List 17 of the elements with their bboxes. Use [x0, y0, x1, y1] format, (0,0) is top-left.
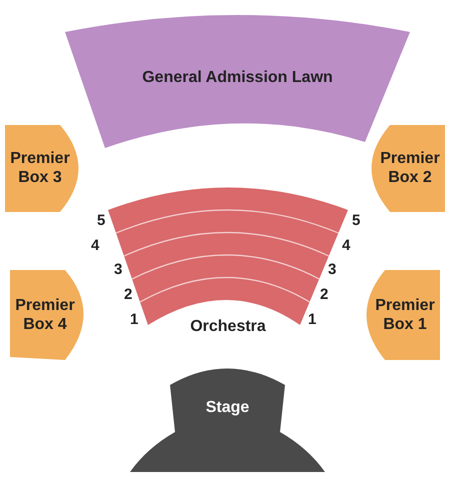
row-number: 1 — [130, 311, 138, 328]
row-number: 4 — [342, 237, 350, 254]
section-name: Premier Box 3 — [9, 149, 71, 187]
row-number: 1 — [308, 311, 316, 328]
section-name: Premier Box 4 — [14, 296, 76, 334]
row-number: 2 — [320, 286, 328, 303]
row-number: 3 — [114, 261, 122, 278]
row-number: 2 — [124, 286, 132, 303]
section-name: General Admission Lawn — [141, 68, 334, 87]
row-number: 3 — [328, 261, 336, 278]
section-name: Stage — [204, 398, 250, 417]
section-name: Premier Box 2 — [379, 149, 441, 187]
row-number: 4 — [91, 237, 100, 254]
row-number: 5 — [97, 212, 106, 229]
row-number: 5 — [352, 212, 360, 229]
section-name: Premier Box 1 — [374, 296, 436, 334]
section-label: Orchestra — [189, 317, 267, 336]
